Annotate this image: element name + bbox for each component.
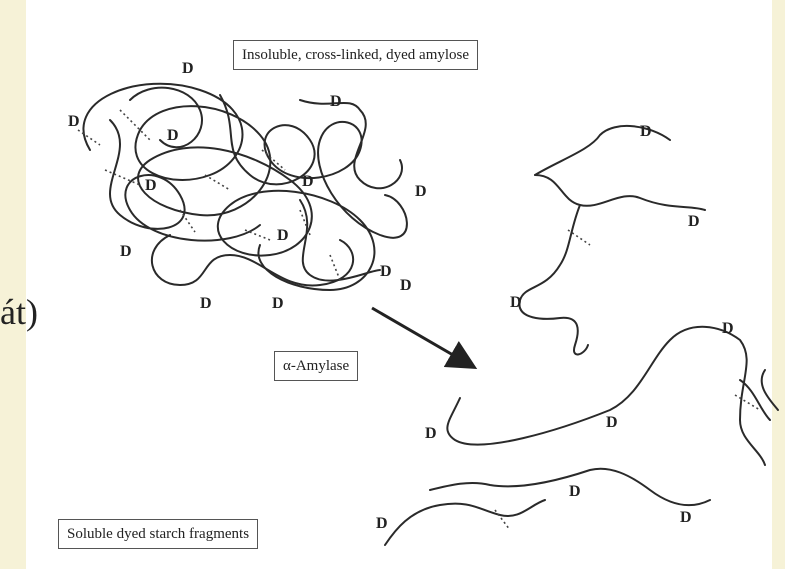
dye-marker: D [400, 277, 412, 294]
dye-marker: D [569, 483, 581, 500]
dye-marker: D [680, 509, 692, 526]
dye-marker: D [277, 227, 289, 244]
dye-marker: D [182, 60, 194, 77]
dye-marker: D [145, 177, 157, 194]
dye-marker: D [330, 93, 342, 110]
dye-marker: D [510, 294, 522, 311]
dye-marker: D [272, 295, 284, 312]
alpha-amylase-label: α-Amylase [274, 351, 358, 381]
dye-marker: D [722, 320, 734, 337]
dye-marker: D [167, 127, 179, 144]
soluble-fragments-label: Soluble dyed starch fragments [58, 519, 258, 549]
dye-marker: D [120, 243, 132, 260]
dye-marker: D [606, 414, 618, 431]
dye-marker: D [640, 123, 652, 140]
digestion-arrow [372, 308, 472, 366]
tangle-dye-markers: D D D D D D D D D D D D D [68, 60, 427, 312]
dye-marker: D [688, 213, 700, 230]
dye-marker: D [380, 263, 392, 280]
soluble-fragments [385, 126, 778, 545]
dye-marker: D [415, 183, 427, 200]
dye-marker: D [200, 295, 212, 312]
dye-marker: D [376, 515, 388, 532]
insoluble-amylose-label: Insoluble, cross-linked, dyed amylose [233, 40, 478, 70]
dye-marker: D [68, 113, 80, 130]
dye-marker: D [425, 425, 437, 442]
dye-marker: D [302, 173, 314, 190]
